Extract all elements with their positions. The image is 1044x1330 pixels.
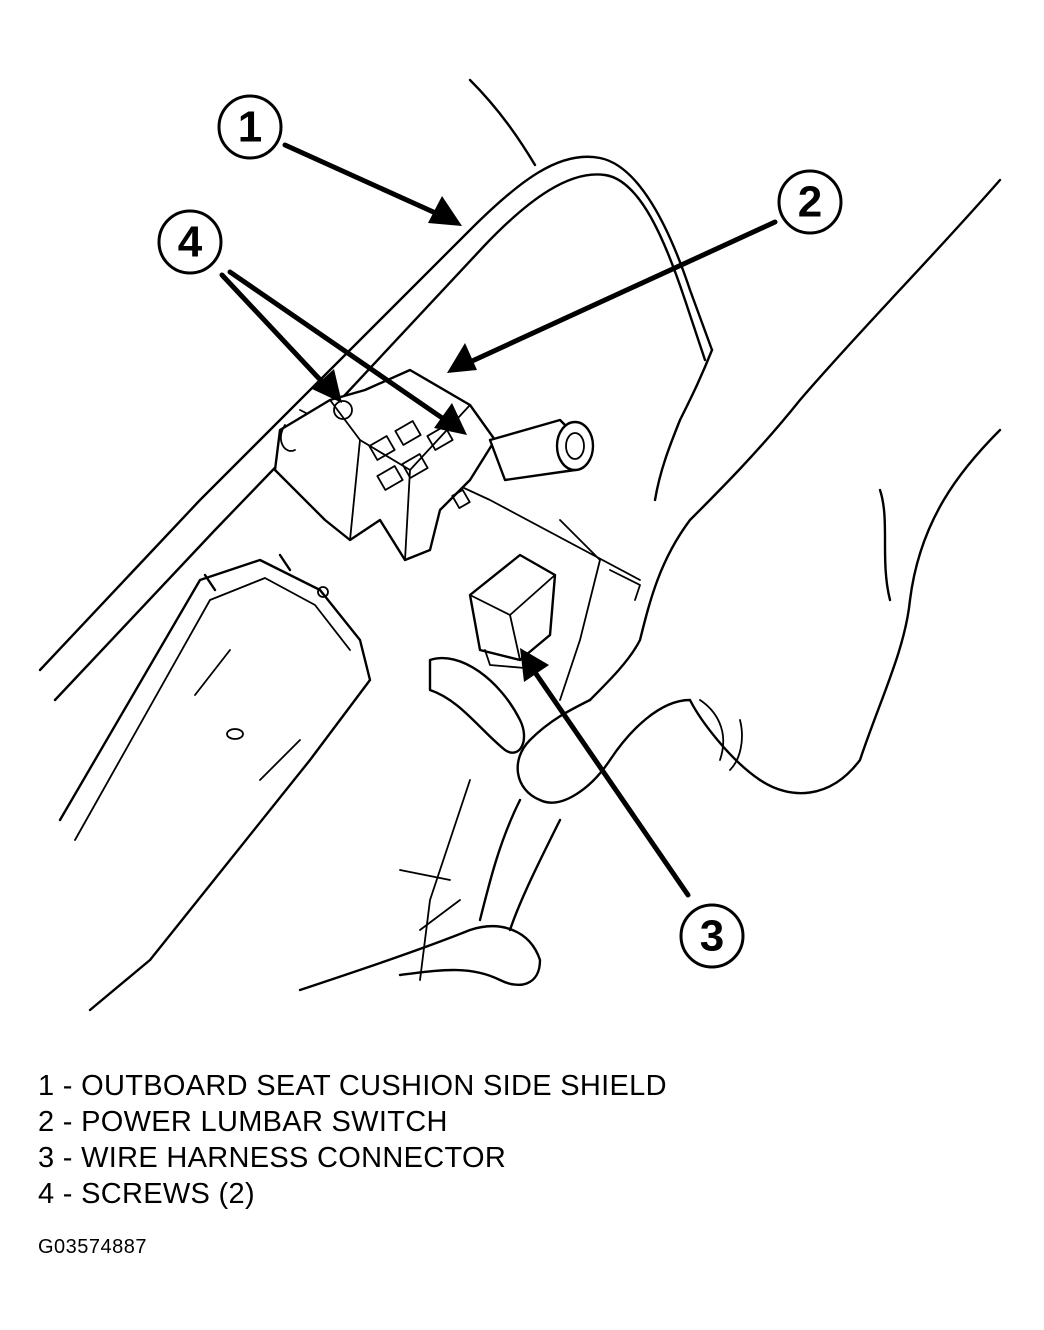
legend-item-1: 1 - OUTBOARD SEAT CUSHION SIDE SHIELD xyxy=(38,1070,667,1102)
leader-arrow-1 xyxy=(282,142,462,226)
legend-text-4: SCREWS (2) xyxy=(81,1178,255,1210)
wire-harness-connector-drawing xyxy=(468,553,557,669)
callout-2: 2 xyxy=(777,169,843,235)
callout-2-label: 2 xyxy=(798,178,822,227)
callout-1: 1 xyxy=(217,94,283,160)
leader-arrow-4a xyxy=(219,272,342,403)
figure-id: G03574887 xyxy=(38,1236,148,1258)
leader-arrow-3 xyxy=(520,648,691,898)
legend-item-3: 3 - WIRE HARNESS CONNECTOR xyxy=(38,1142,507,1174)
leader-arrow-2 xyxy=(447,219,778,373)
callout-4: 4 xyxy=(157,209,223,275)
legend-text-2: POWER LUMBAR SWITCH xyxy=(81,1106,448,1138)
callout-3-label: 3 xyxy=(700,912,724,961)
leader-arrow-4b xyxy=(227,269,467,435)
legend-text-3: WIRE HARNESS CONNECTOR xyxy=(81,1142,507,1174)
callout-3: 3 xyxy=(679,903,745,969)
legend: 1 - OUTBOARD SEAT CUSHION SIDE SHIELD 2 … xyxy=(38,1068,667,1212)
legend-item-2: 2 - POWER LUMBAR SWITCH xyxy=(38,1106,448,1138)
hand-drawing xyxy=(298,178,1002,992)
legend-item-4: 4 - SCREWS (2) xyxy=(38,1178,255,1210)
callout-1-label: 1 xyxy=(238,103,262,152)
seat-shield-illustration: 1 2 3 4 xyxy=(38,78,1002,1012)
callout-4-label: 4 xyxy=(178,218,203,267)
power-lumbar-switch-drawing xyxy=(273,368,595,562)
side-shield-drawing xyxy=(38,78,714,1012)
legend-text-1: OUTBOARD SEAT CUSHION SIDE SHIELD xyxy=(81,1070,667,1102)
